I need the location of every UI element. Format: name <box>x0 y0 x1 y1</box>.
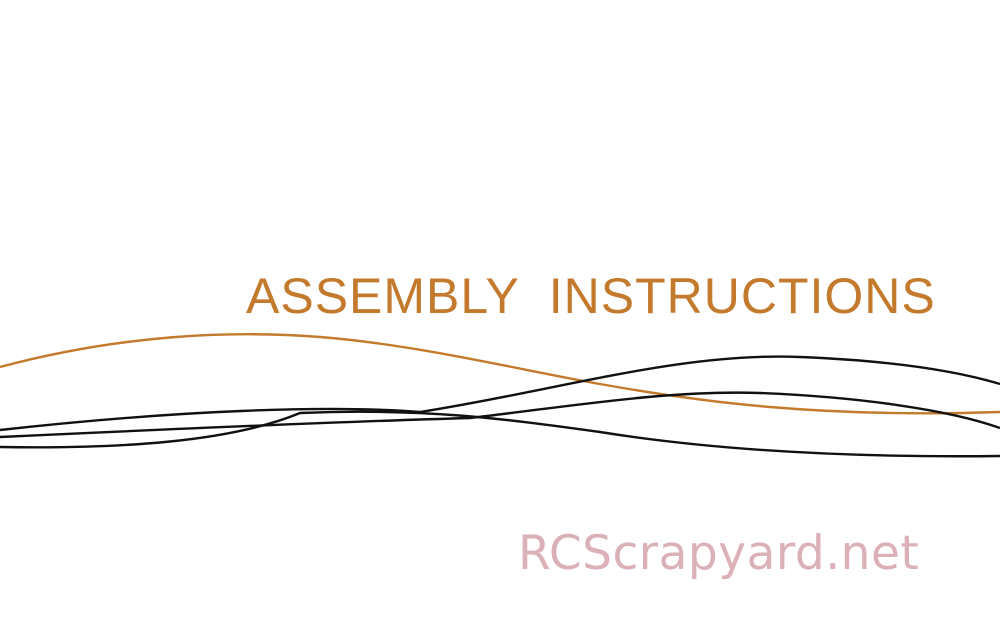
decorative-wave-lines <box>0 333 1000 458</box>
black-wave-line-1 <box>0 355 1000 432</box>
page-title: ASSEMBLY INSTRUCTIONS <box>246 268 936 324</box>
black-wave-line-2 <box>0 391 1000 439</box>
watermark-text: RCScrapyard.net <box>518 526 920 581</box>
accent-wave-line <box>0 333 1000 415</box>
black-wave-line-3 <box>0 410 1000 458</box>
